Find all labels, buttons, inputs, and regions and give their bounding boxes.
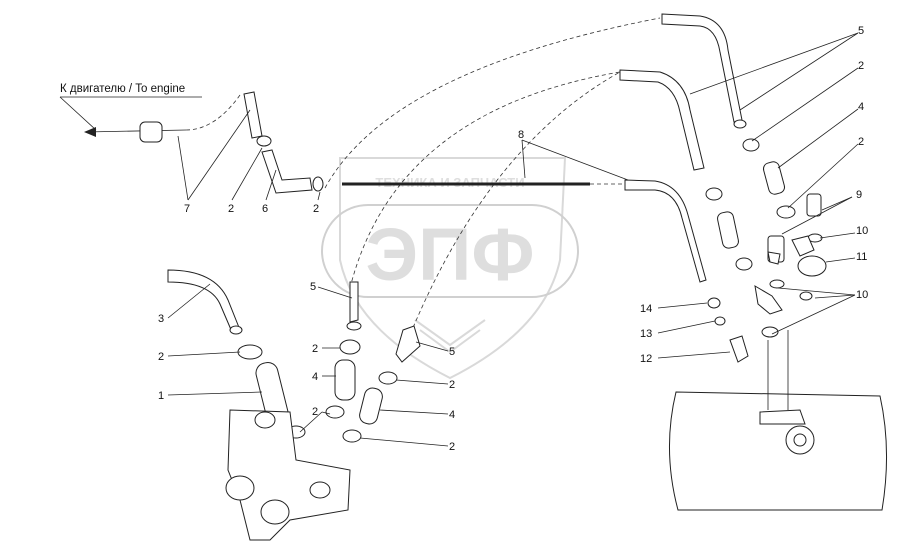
fuel-tank <box>668 330 888 511</box>
callout-2: 2 <box>858 60 864 72</box>
callout-8: 8 <box>518 129 524 141</box>
callout-2: 2 <box>312 343 318 355</box>
callout-5: 5 <box>310 281 316 293</box>
callout-2: 2 <box>449 441 455 453</box>
callout-12: 12 <box>640 353 652 365</box>
callout-2: 2 <box>158 351 164 363</box>
filter-assembly <box>167 269 351 541</box>
watermark: ЭПФ ТЕХНИКА И ЗАПЧАСТИ <box>321 157 579 380</box>
callout-1: 1 <box>158 390 164 402</box>
callout-9: 9 <box>856 189 862 201</box>
rod-assembly-8 <box>342 179 707 283</box>
callout-6: 6 <box>262 203 268 215</box>
watermark-logo: ЭПФ <box>366 213 535 296</box>
hose-top-right <box>619 13 747 201</box>
callout-5: 5 <box>449 346 455 358</box>
hose-assembly-6 <box>243 91 324 194</box>
engine-direction: К двигателю / To engine <box>59 83 241 143</box>
callout-2: 2 <box>228 203 234 215</box>
arrow-icon <box>84 127 96 137</box>
callout-4: 4 <box>858 101 864 113</box>
callout-5: 5 <box>858 25 864 37</box>
callout-13: 13 <box>640 328 652 340</box>
leader-lines <box>167 32 859 447</box>
direction-label: К двигателю / To engine <box>60 83 185 95</box>
callout-10: 10 <box>856 225 868 237</box>
callout-14: 14 <box>640 303 652 315</box>
fitting-part <box>139 121 163 143</box>
callout-2: 2 <box>313 203 319 215</box>
callout-10: 10 <box>856 289 868 301</box>
callout-2: 2 <box>858 136 864 148</box>
callout-2: 2 <box>449 379 455 391</box>
callout-4: 4 <box>449 409 455 421</box>
callouts: 5 2 4 2 9 10 11 10 14 13 12 8 7 2 6 2 3 … <box>158 25 868 453</box>
callout-2: 2 <box>312 406 318 418</box>
middle-hoses <box>325 281 421 443</box>
callout-11: 11 <box>856 251 867 263</box>
right-column-parts <box>707 138 827 363</box>
callout-3: 3 <box>158 313 164 325</box>
callout-4: 4 <box>312 371 318 383</box>
callout-7: 7 <box>184 203 190 215</box>
